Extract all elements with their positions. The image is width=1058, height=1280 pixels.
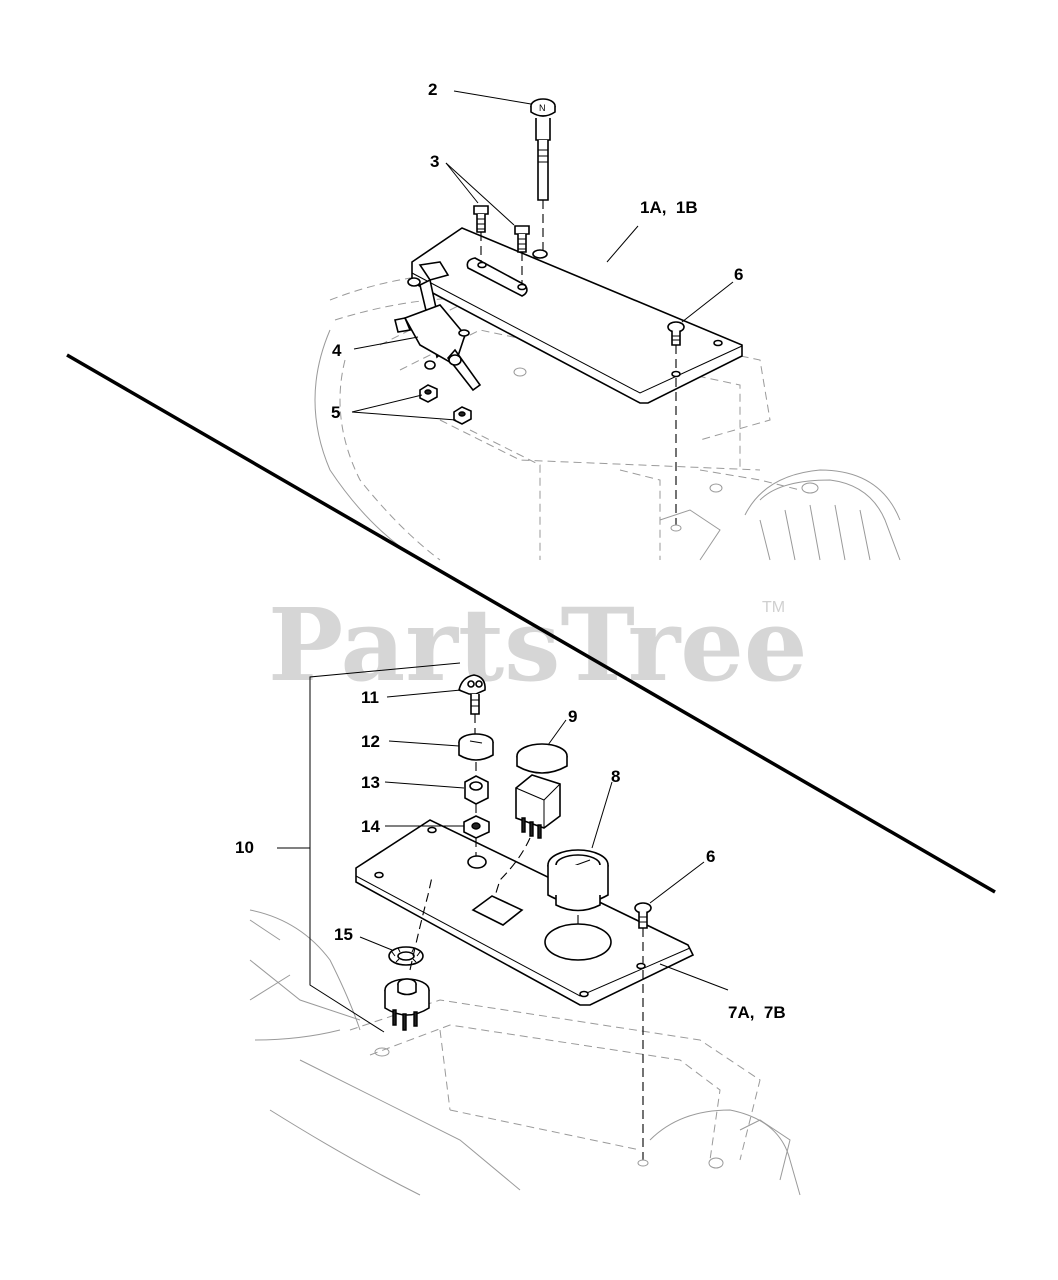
part-11-key	[458, 674, 486, 715]
upper-assembly: N	[351, 90, 743, 532]
callout-7a-7b: 7A, 7B	[728, 1003, 786, 1022]
callout-5: 5	[331, 403, 340, 422]
part-2-knob: N	[530, 98, 556, 201]
callout-labels: 2 3 1A, 1B 6 4 5 11 9 12 13 8 14 10 6 15…	[235, 80, 786, 1022]
upper-plate	[411, 227, 743, 404]
upper-background-frame	[314, 272, 901, 561]
callout-14: 14	[361, 817, 380, 836]
part-12-cap	[458, 733, 494, 761]
callout-13: 13	[361, 773, 380, 792]
part-9-switch: ••••	[515, 743, 568, 839]
ignition-switch	[384, 978, 430, 1031]
callout-1a-1b: 1A, 1B	[640, 198, 698, 217]
callout-6-upper: 6	[734, 265, 743, 284]
lower-background-frame	[249, 909, 801, 1196]
part-6-screw-upper	[667, 321, 685, 346]
callout-10: 10	[235, 838, 254, 857]
svg-text:N: N	[539, 103, 546, 113]
callout-8: 8	[611, 767, 620, 786]
divider-line	[66, 353, 996, 894]
callout-3: 3	[430, 152, 439, 171]
watermark-brand: PartsTree	[268, 586, 808, 704]
lower-assembly: ••••	[277, 662, 729, 1167]
callout-15: 15	[334, 925, 353, 944]
part-13-nut	[464, 775, 489, 805]
callout-9: 9	[568, 707, 577, 726]
lower-plate	[355, 819, 695, 1006]
callout-6-lower: 6	[706, 847, 715, 866]
part-8-meter	[547, 849, 609, 912]
part-14-nut	[463, 815, 490, 839]
watermark-trademark: TM	[762, 599, 785, 616]
part-4-lever	[394, 261, 482, 392]
callout-11: 11	[361, 688, 379, 707]
part-3-bolts	[473, 205, 530, 253]
part-5-nuts	[419, 384, 472, 425]
callout-12: 12	[361, 732, 380, 751]
callout-4: 4	[332, 341, 342, 360]
part-15-washer	[388, 946, 424, 966]
callout-2: 2	[428, 80, 437, 99]
